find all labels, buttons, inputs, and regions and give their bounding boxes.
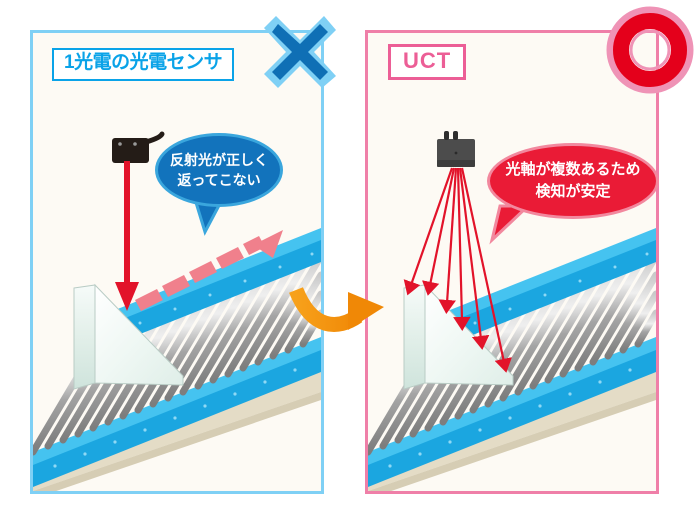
bubble-left-line1: 反射光が正しく <box>170 151 268 168</box>
speech-bubble-left: 反射光が正しく 返ってこない <box>155 133 283 207</box>
bubble-right-line2: 検知が安定 <box>535 183 611 200</box>
panel-title-left: 1光電の光電センサ <box>52 48 235 81</box>
bubble-right-line1: 光軸が複数あるため <box>505 161 641 179</box>
panel-title-right: UCT <box>388 44 467 81</box>
panel-photoelectric-sensor <box>30 30 324 494</box>
bubble-left-line2: 返ってこない <box>177 172 261 188</box>
speech-bubble-right: 光軸が複数あるため 検知が安定 <box>487 143 659 219</box>
panel-uct-sensor <box>365 30 659 494</box>
